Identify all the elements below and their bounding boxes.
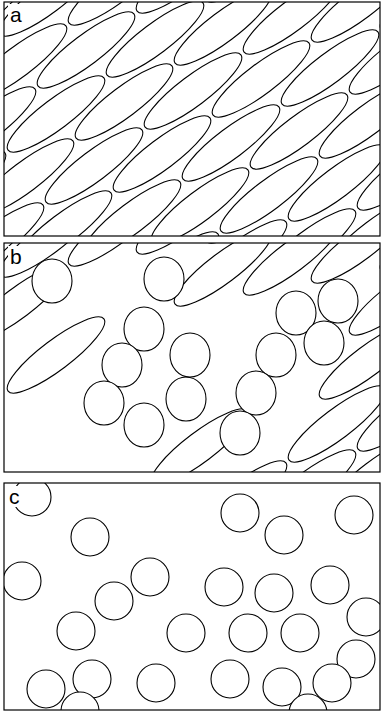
panel-frame — [4, 483, 380, 710]
particle-outline — [265, 516, 303, 554]
particle-outline — [341, 8, 380, 104]
particle-outline — [229, 614, 267, 652]
particle-outline — [250, 199, 364, 236]
particle-outline — [32, 259, 72, 303]
particle-outline — [318, 428, 380, 472]
particle-outline — [95, 582, 133, 620]
particle-outline — [71, 518, 109, 556]
panel-label: a — [8, 4, 24, 25]
particle-outline — [4, 562, 41, 600]
particle-outline — [347, 598, 380, 636]
particle-outline — [181, 210, 295, 236]
particle-outline — [289, 694, 327, 710]
particle-outline — [170, 333, 210, 377]
particle-outline — [318, 279, 358, 323]
particle-outline — [335, 496, 373, 534]
particle-outline — [57, 612, 95, 650]
particle-outline — [211, 660, 249, 698]
round-particles — [4, 483, 380, 710]
particle-outline — [236, 371, 276, 415]
panel-label: b — [8, 246, 24, 267]
particle-outline — [27, 670, 65, 708]
particle-outline — [131, 558, 169, 596]
particle-outline — [61, 692, 99, 710]
particle-outline — [349, 124, 380, 220]
particle-outline — [221, 494, 259, 532]
particle-outline — [281, 614, 319, 652]
particle-outline — [220, 411, 260, 455]
particle-outline — [84, 381, 124, 425]
particle-outline — [166, 377, 206, 421]
particle-outline — [256, 333, 296, 377]
particle-outline — [205, 568, 243, 606]
particle-outline — [255, 574, 293, 612]
particle-outline — [124, 403, 164, 447]
particle-outline — [144, 257, 184, 301]
particle-outline — [313, 664, 351, 702]
particle-outline — [113, 222, 227, 236]
particle-outline — [318, 187, 380, 236]
particle-outline — [137, 664, 175, 702]
particle-outline — [372, 243, 380, 282]
elongated-particles — [4, 2, 380, 236]
particle-outline — [372, 2, 380, 41]
panel-frame — [4, 243, 380, 472]
particle-outline — [250, 440, 364, 472]
particle-outline — [349, 365, 380, 461]
panel-frame — [4, 2, 380, 236]
particle-outline — [304, 321, 344, 365]
particle-outline — [167, 614, 205, 652]
particle-outline — [102, 343, 142, 387]
mixed-particles — [4, 243, 380, 472]
particle-outline — [311, 566, 349, 604]
panel-label: c — [7, 486, 22, 507]
